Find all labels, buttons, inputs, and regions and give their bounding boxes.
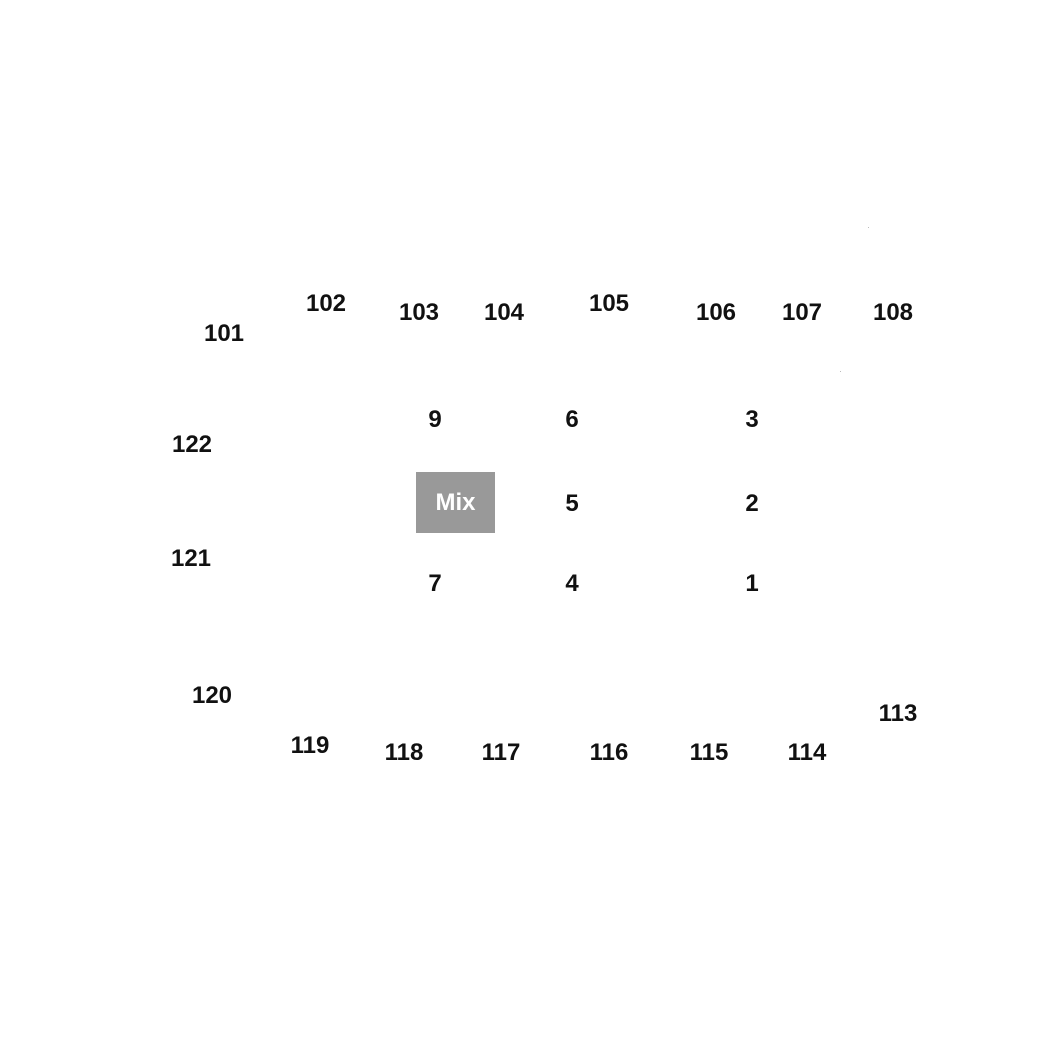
mix-position-box: Mix (416, 472, 495, 533)
section-120[interactable]: 120 (191, 682, 233, 709)
section-107[interactable]: 107 (781, 299, 823, 326)
section-105[interactable]: 105 (588, 290, 630, 317)
section-104[interactable]: 104 (483, 299, 525, 326)
section-5[interactable]: 5 (565, 490, 579, 517)
section-7[interactable]: 7 (428, 570, 442, 597)
section-116[interactable]: 116 (589, 739, 629, 766)
section-4[interactable]: 4 (565, 570, 579, 597)
section-119[interactable]: 119 (290, 732, 330, 759)
section-3[interactable]: 3 (745, 406, 759, 433)
section-114[interactable]: 114 (787, 739, 827, 766)
section-113[interactable]: 113 (878, 700, 918, 727)
section-115[interactable]: 115 (689, 739, 729, 766)
section-103[interactable]: 103 (398, 299, 440, 326)
section-9[interactable]: 9 (428, 406, 442, 433)
section-2[interactable]: 2 (745, 490, 759, 517)
section-108[interactable]: 108 (872, 299, 914, 326)
section-101[interactable]: 101 (203, 320, 245, 347)
section-121[interactable]: 121 (170, 545, 212, 572)
section-1[interactable]: 1 (745, 570, 759, 597)
section-6[interactable]: 6 (565, 406, 579, 433)
section-122[interactable]: 122 (171, 431, 213, 458)
mix-label: Mix (435, 488, 476, 516)
section-118[interactable]: 118 (384, 739, 424, 766)
section-102[interactable]: 102 (305, 290, 347, 317)
speck-mark (868, 227, 869, 228)
section-117[interactable]: 117 (481, 739, 521, 766)
section-106[interactable]: 106 (695, 299, 737, 326)
speck-mark (840, 371, 841, 372)
